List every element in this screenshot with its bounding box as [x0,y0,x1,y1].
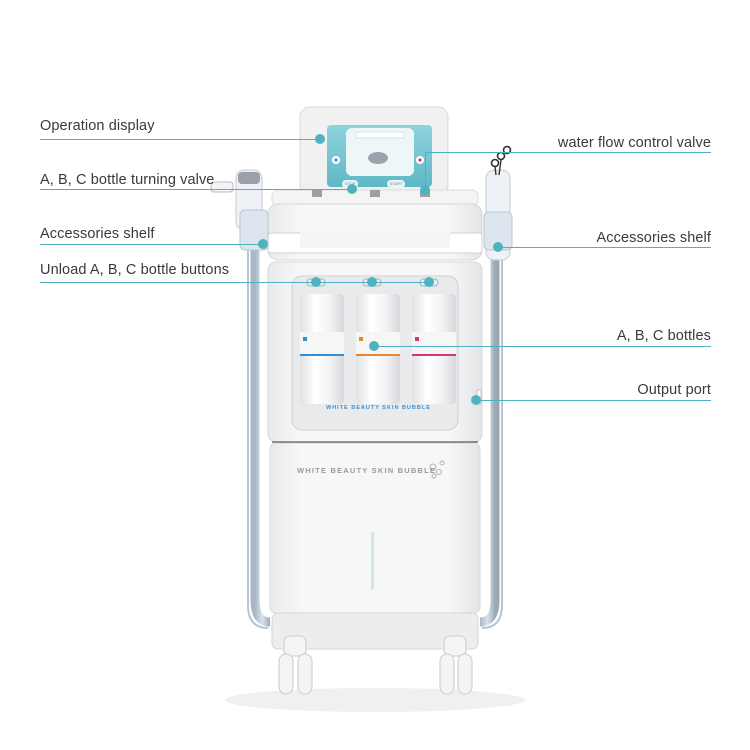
leader-line [498,247,711,248]
label-bottles: A, B, C bottles [616,328,711,344]
callout-dot [367,277,377,287]
leader-line [374,346,711,347]
body-brand-text: WHITE BEAUTY SKIN BUBBLE [297,466,437,475]
label-water-flow-valve: water flow control valve [557,135,711,151]
leader-line [425,152,426,188]
callout-dot [258,239,268,249]
panel-brand-text: WHITE BEAUTY SKIN BUBBLE [326,405,431,411]
leader-line [40,244,263,245]
label-output-port: Output port [637,382,711,398]
leader-line [476,400,711,401]
callout-dot [315,134,325,144]
leader-line [40,282,430,283]
label-accessories-shelf-right: Accessories shelf [596,230,711,246]
callout-dot [420,185,430,195]
label-bottle-turning-valve: A, B, C bottle turning valve [40,172,215,188]
callout-dot [347,184,357,194]
callout-dot [311,277,321,287]
callout-dot [369,341,379,351]
screen-start-button[interactable]: START [387,180,405,188]
label-accessories-shelf-left: Accessories shelf [40,226,155,242]
callout-dot [424,277,434,287]
leader-line [40,139,320,140]
callout-dot [471,395,481,405]
label-unload-buttons: Unload A, B, C bottle buttons [40,262,230,278]
callout-dot [493,242,503,252]
leader-line [40,189,352,190]
label-operation-display: Operation display [40,118,155,134]
leader-line [425,152,711,153]
